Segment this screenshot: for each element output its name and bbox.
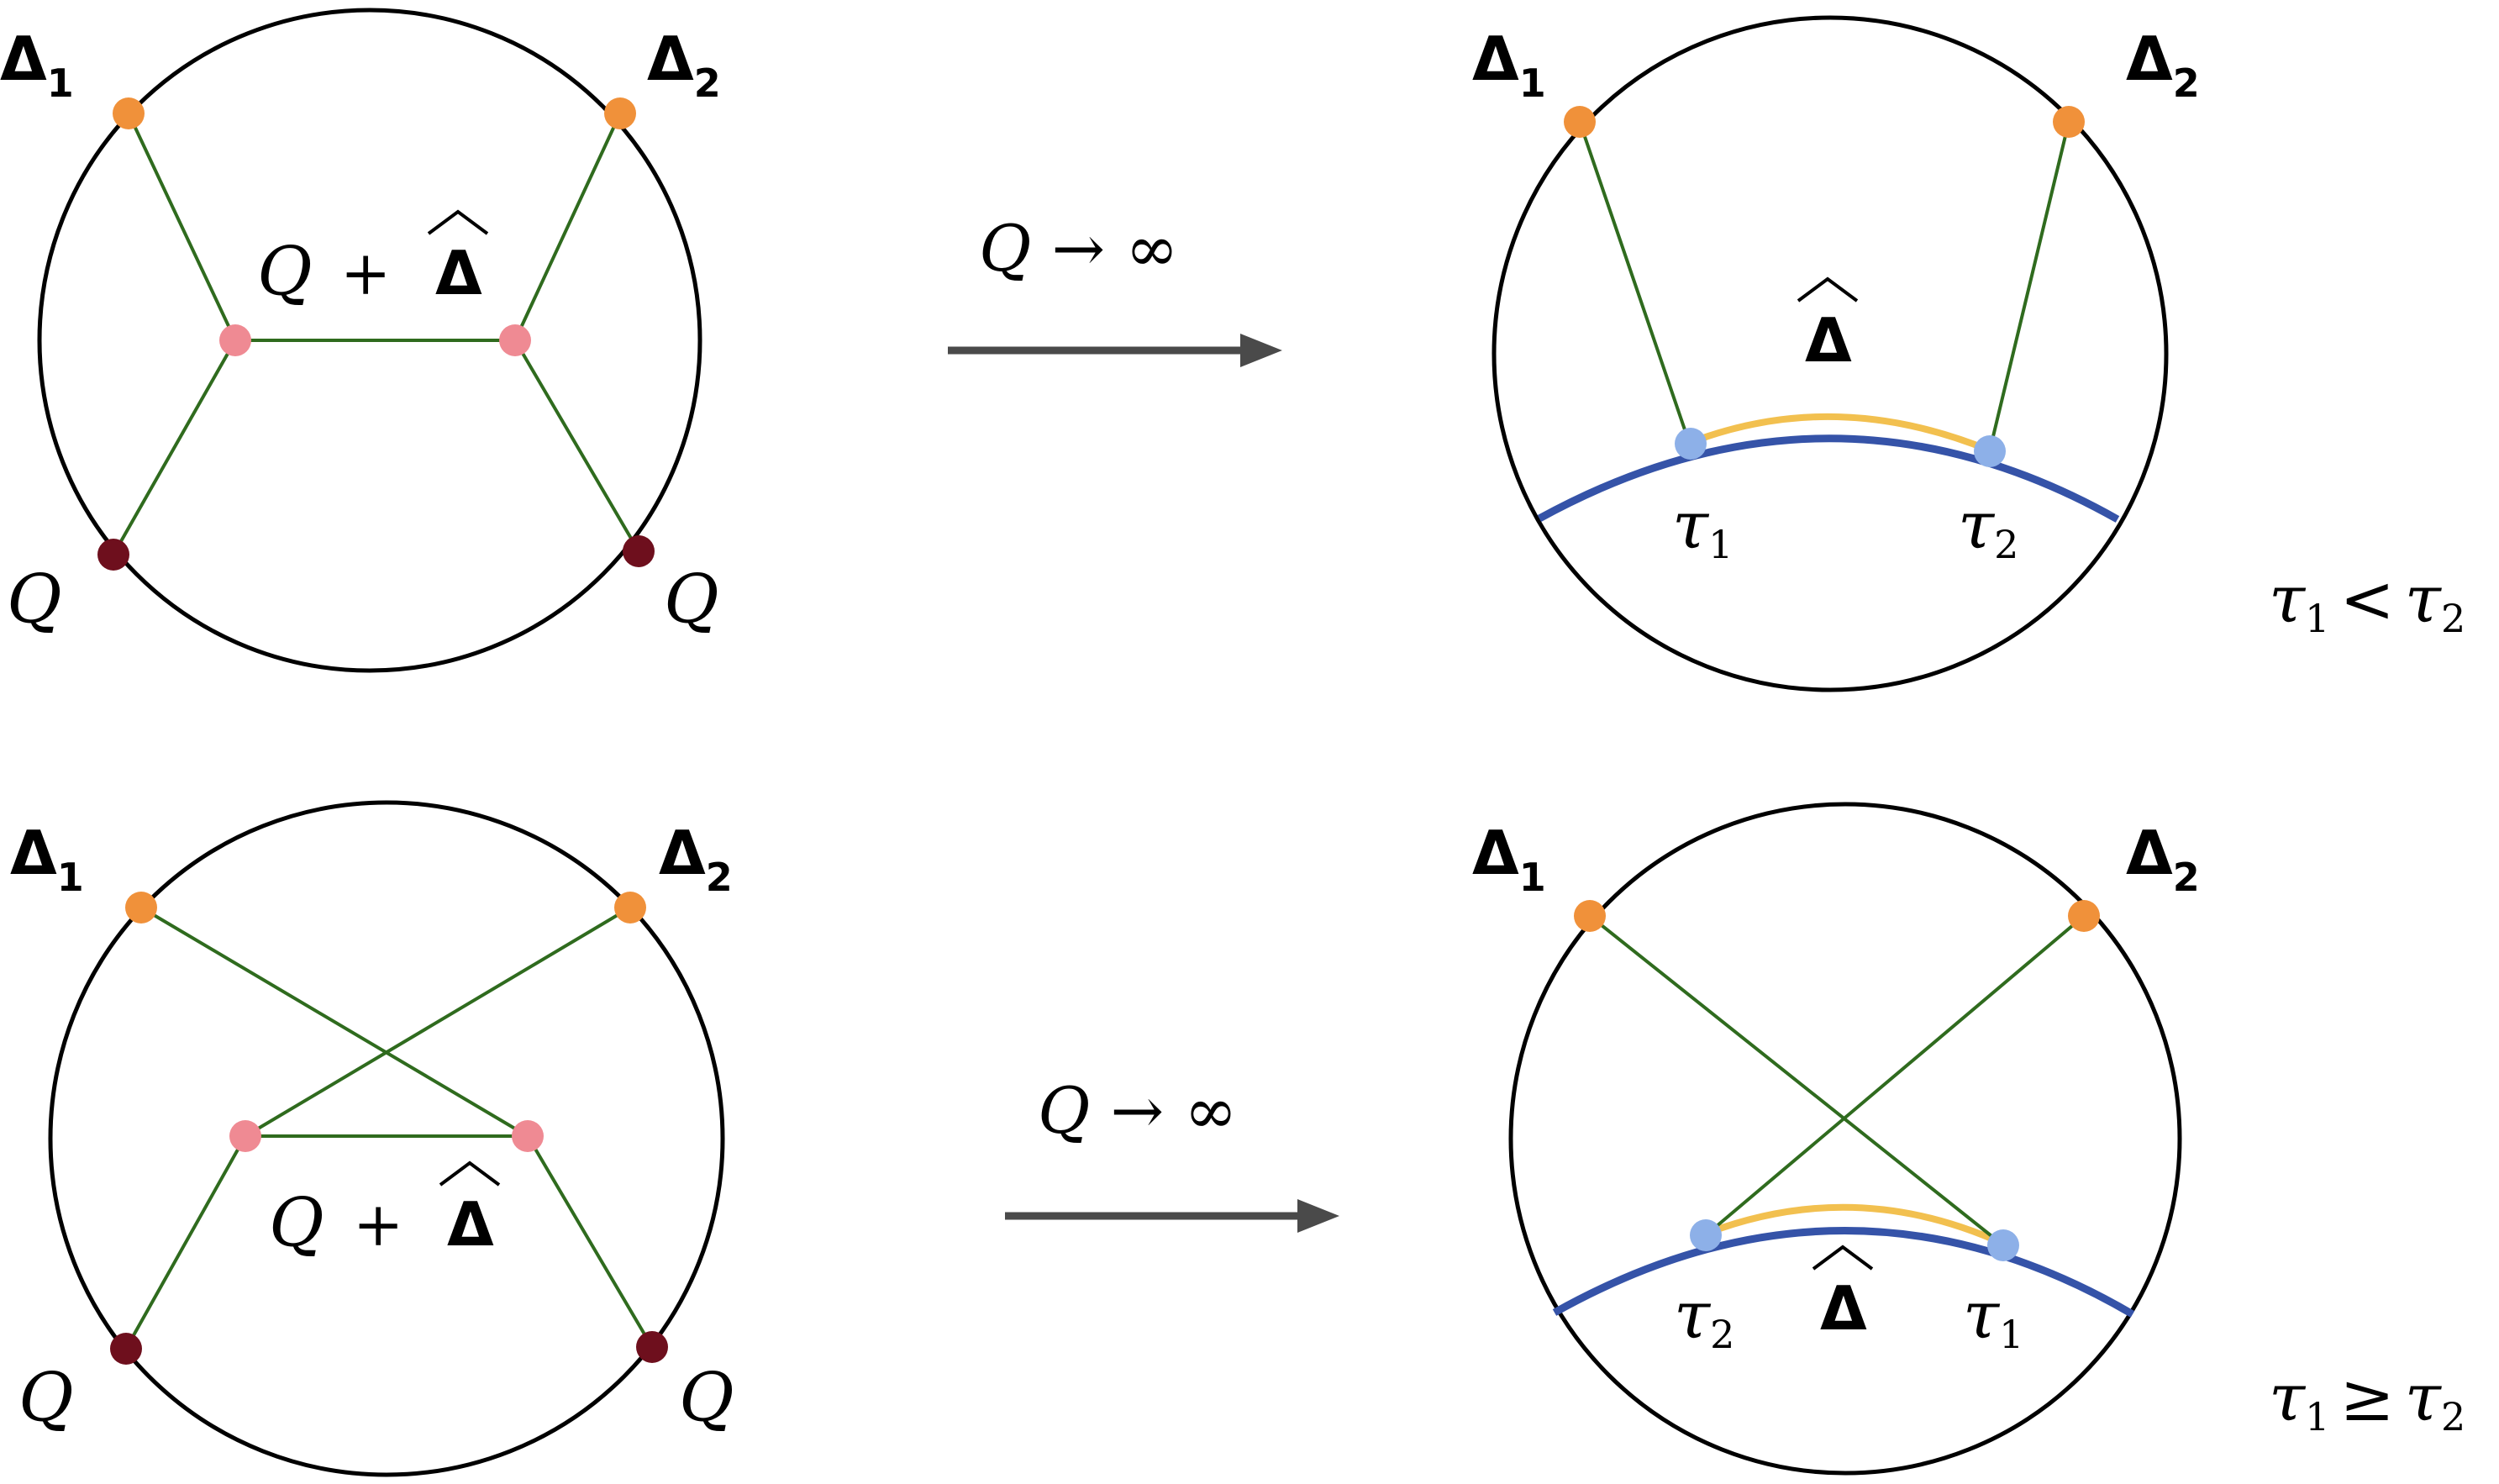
panel-top-left: Δ1 Δ2 Q Q Q + Δ [0,8,721,673]
label-delta1: Δ1 [1472,818,1546,900]
propagator-line [526,1134,654,1349]
propagator-line [513,113,622,341]
label-Q: Q [18,1358,74,1436]
external-vertex-delta1 [125,892,157,924]
interaction-vertex [499,324,531,356]
external-vertex-delta1 [1574,900,1606,932]
limit-label: Q → ∞ [979,211,1179,286]
arrow-head [1240,334,1282,367]
condition-tau1-less-tau2: τ1<τ2 [2269,562,2465,641]
hat-symbol [1812,1245,1874,1271]
label-Q: Q [664,560,719,638]
label-Q: Q [679,1358,734,1436]
boundary-curve [1552,1227,2135,1318]
label-delta1: Δ1 [1472,24,1546,106]
label-tau2: τ2 [1674,1278,1734,1357]
limit-arrow-bottom: Q → ∞ [1005,1073,1339,1233]
heavy-vertex [97,539,129,571]
propagator-line [1704,914,2086,1237]
label-delta2: Δ2 [659,818,733,900]
propagator-line [513,339,640,553]
propagator-line [127,113,237,341]
external-vertex-delta1 [1564,106,1596,138]
external-vertex-delta2 [614,892,646,924]
arrow-head [1297,1199,1339,1233]
label-delta-hat: Δ [435,238,482,308]
heavy-vertex [110,1333,142,1365]
label-delta2: Δ2 [647,24,721,106]
label-Q: Q [257,232,313,310]
panel-bottom-right: Δ1 Δ2 Δ τ2 τ1 τ1≥τ2 [1472,802,2465,1476]
label-delta1: Δ1 [10,818,84,900]
label-tau2: τ2 [1958,488,2018,567]
bulk-circle [37,8,702,673]
label-delta1: Δ1 [0,24,74,106]
external-vertex-delta2 [604,97,636,129]
propagator-line [124,1135,247,1350]
label-tau1: τ1 [1963,1278,2023,1357]
propagator-line [244,906,632,1138]
label-delta2: Δ2 [2126,818,2200,900]
interaction-vertex [512,1120,544,1152]
external-vertex-delta1 [113,97,145,129]
boundary-vertex-tau1 [1987,1229,2019,1261]
exchange-arc [1686,413,1991,454]
external-vertex-delta2 [2053,106,2085,138]
label-Q: Q [269,1183,324,1261]
hat-symbol [427,209,489,235]
label-plus: + [353,1189,403,1260]
bulk-circle [1492,15,2169,692]
boundary-vertex-tau2 [1974,435,2006,467]
hat-symbol [1797,276,1859,303]
label-delta2: Δ2 [2126,24,2200,106]
propagator-line [1588,914,2005,1247]
boundary-vertex-tau2 [1690,1219,1722,1251]
propagator-line [112,339,237,555]
label-plus: + [340,238,391,308]
bulk-circle [1508,802,2182,1476]
interaction-vertex [229,1120,261,1152]
limit-arrow-top: Q → ∞ [948,211,1282,367]
external-vertex-delta2 [2068,900,2100,932]
heavy-vertex [623,535,655,567]
exchange-arc [1704,1203,2005,1247]
label-delta-hat: Δ [1805,305,1852,376]
propagator-line [139,906,529,1138]
boundary-vertex-tau1 [1675,428,1707,460]
propagator-line [1578,121,1691,443]
label-delta-hat: Δ [447,1189,494,1260]
label-tau1: τ1 [1672,488,1733,567]
label-Q: Q [7,560,62,638]
boundary-curve [1537,434,2120,523]
panel-bottom-left: Δ1 Δ2 Q Q Q + Δ [10,800,734,1477]
panel-top-right: Δ1 Δ2 Δ τ1 τ2 τ1<τ2 [1472,15,2465,692]
condition-tau1-geq-tau2: τ1≥τ2 [2269,1360,2465,1439]
interaction-vertex [219,324,251,356]
heavy-vertex [636,1331,668,1363]
label-delta-hat: Δ [1820,1273,1867,1344]
propagator-line [1988,121,2070,451]
limit-label: Q → ∞ [1038,1073,1238,1148]
bulk-circle [48,800,725,1477]
hat-symbol [439,1160,501,1187]
